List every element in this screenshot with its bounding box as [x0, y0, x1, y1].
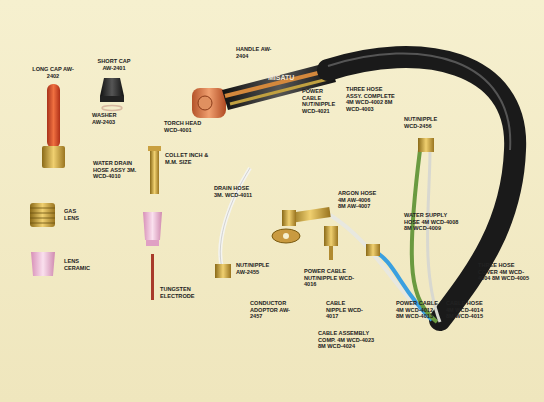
part-label: LENS CERAMIC [64, 258, 98, 271]
part-label: POWER CABLE NUT/NIPPLE WCD-4016 [304, 268, 356, 288]
part-label: SHORT CAP AW-2401 [92, 58, 136, 71]
part-label: DRAIN HOSE 3M. WCD-4011 [214, 185, 256, 198]
part-label: THREE HOSE ASSY. COMPLETE 4M WCD-4002 8M… [346, 86, 398, 113]
part-label: WATER DRAIN HOSE ASSY 3M. WCD-4010 [93, 160, 141, 180]
part-label: ARGON HOSE 4M AW-4006 8M AW-4007 [338, 190, 378, 210]
part-label: CABLE NIPPLE WCD-4017 [326, 300, 366, 320]
part-label: POWER CABLE 4M WCD-4012 8M WCD-4013 [396, 300, 440, 320]
part-label: COLLET INCH & M.M. SIZE [165, 152, 211, 165]
part-label: NUT/NIPPLE WCD-2456 [404, 116, 444, 129]
part-label: WATER SUPPLY HOSE 4M WCD-4008 8M WCD-400… [404, 212, 460, 232]
watermark: MISATU [268, 74, 308, 82]
part-label: CABLE HOSE 4M WCD-4014 8M WCD-4015 [446, 300, 490, 320]
part-label: WASHER AW-2403 [92, 112, 128, 125]
part-label: LONG CAP AW-2402 [28, 66, 78, 79]
part-label: THREE HOSE COVER 4M WCD-4004 8M WCD-4005 [478, 262, 530, 282]
part-label: POWER CABLE NUT/NIPPLE WCD-4021 [302, 88, 340, 115]
part-label: TORCH HEAD WCD-4001 [164, 120, 208, 133]
part-label: TUNGSTEN ELECTRODE [160, 286, 200, 299]
part-label: CONDUCTOR ADOPTOR AW-2457 [250, 300, 298, 320]
part-label: HANDLE AW-2404 [236, 46, 276, 59]
part-label: GAS LENS [64, 208, 86, 221]
part-label: NUT/NIPPLE AW-2455 [236, 262, 276, 275]
part-label: CABLE ASSEMBLY COMP. 4M WCD-4023 8M WCD-… [318, 330, 376, 350]
